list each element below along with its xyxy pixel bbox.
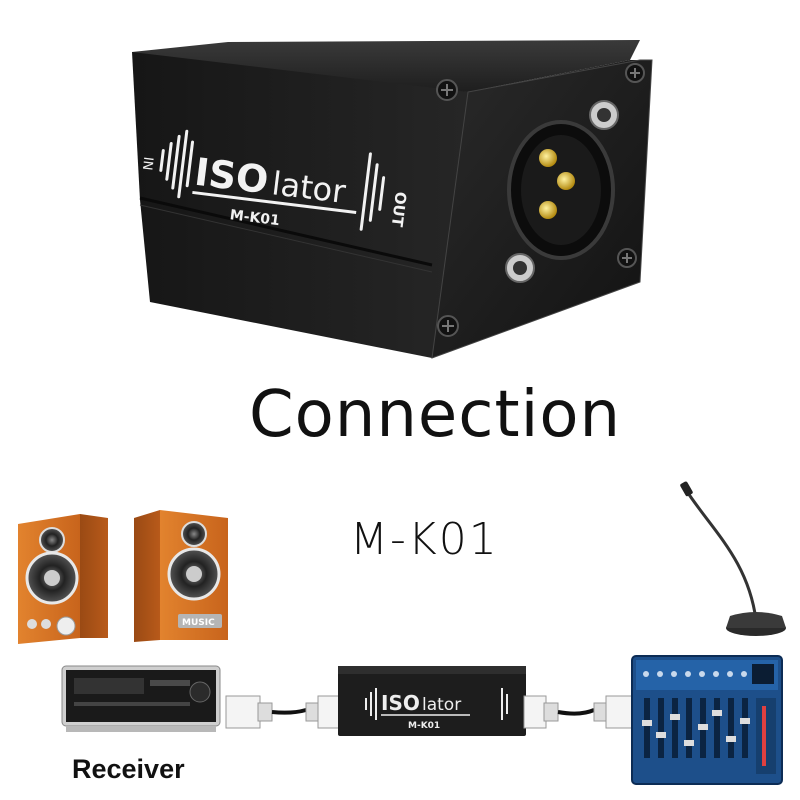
waveform-icon: [159, 129, 195, 199]
svg-text:M-K01: M-K01: [229, 207, 281, 229]
isolator-device-small: ISO lator M-K01: [338, 666, 526, 736]
screw-icon: [625, 63, 645, 83]
connection-diagram: MUSIC ISO lator: [18, 481, 786, 785]
receiver-device: [61, 665, 221, 732]
audio-mixer: [631, 655, 783, 785]
svg-text:ISO: ISO: [381, 691, 420, 715]
screw-icon: [437, 315, 459, 337]
xlr-cable-left: [225, 695, 341, 729]
waveform-icon: [359, 152, 386, 231]
isolator-product-photo: IN ISO lator M-K01 OUT: [132, 40, 653, 359]
svg-text:lator: lator: [422, 695, 461, 715]
svg-text:M-K01: M-K01: [408, 721, 440, 731]
svg-text:MUSIC: MUSIC: [182, 618, 215, 628]
screw-icon: [436, 79, 458, 101]
receiver-label: Receiver: [72, 754, 185, 784]
model-heading: M-K01: [350, 514, 499, 565]
gooseneck-microphone: [680, 481, 786, 636]
speaker-right: MUSIC: [134, 510, 228, 642]
product-label: IN ISO lator M-K01 OUT: [139, 129, 410, 231]
xlr-cable-right: [523, 695, 633, 729]
screw-icon: [617, 248, 637, 268]
connection-heading: Connection: [248, 378, 622, 452]
svg-text:IN: IN: [139, 156, 156, 171]
xlr-connector: [505, 100, 619, 283]
speaker-left: [18, 514, 108, 644]
svg-text:OUT: OUT: [388, 191, 410, 229]
